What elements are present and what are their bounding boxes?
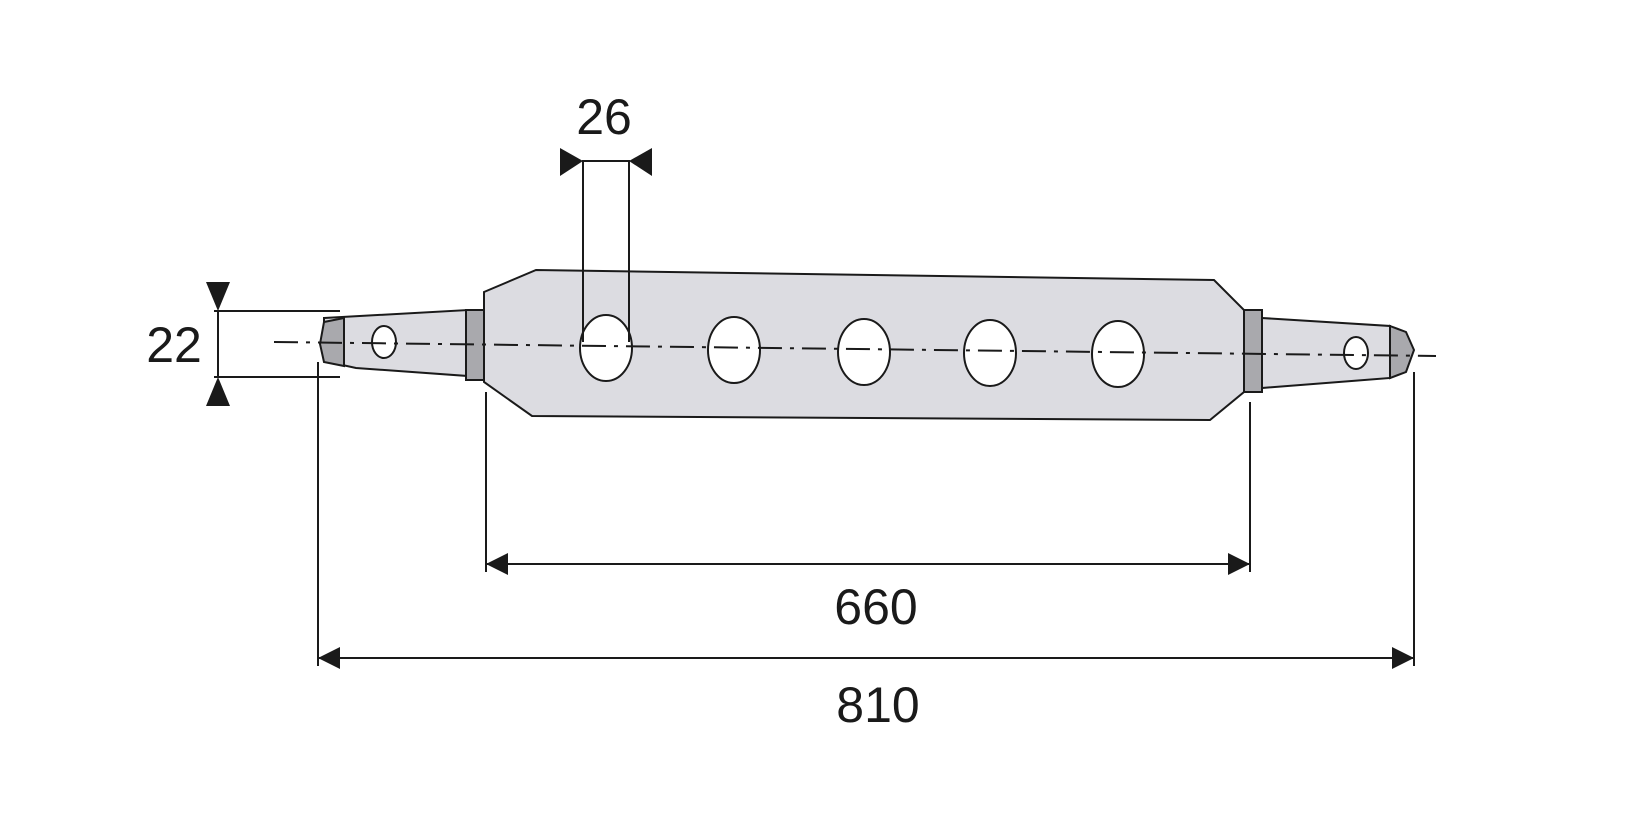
adjustment-hole — [1091, 320, 1145, 388]
right-pin-tip — [1389, 324, 1416, 380]
right-collar — [1243, 309, 1263, 393]
arrowhead — [206, 377, 230, 406]
left-pin-hole — [371, 325, 397, 359]
overall-length-label: 810 — [836, 677, 919, 733]
adjustment-hole — [579, 314, 633, 382]
arrowhead — [560, 148, 583, 176]
right-pin-hole — [1343, 336, 1369, 370]
arrowhead — [206, 282, 230, 311]
adjustment-hole — [707, 316, 761, 384]
pin-diameter-label: 22 — [146, 317, 202, 373]
hole-diameter-label: 26 — [576, 89, 632, 145]
arrowhead — [629, 148, 652, 176]
right-pin — [1261, 316, 1391, 390]
adjustment-hole — [963, 319, 1017, 387]
body-length-label: 660 — [834, 579, 917, 635]
center-line — [273, 341, 1437, 357]
adjustment-hole — [837, 318, 891, 386]
